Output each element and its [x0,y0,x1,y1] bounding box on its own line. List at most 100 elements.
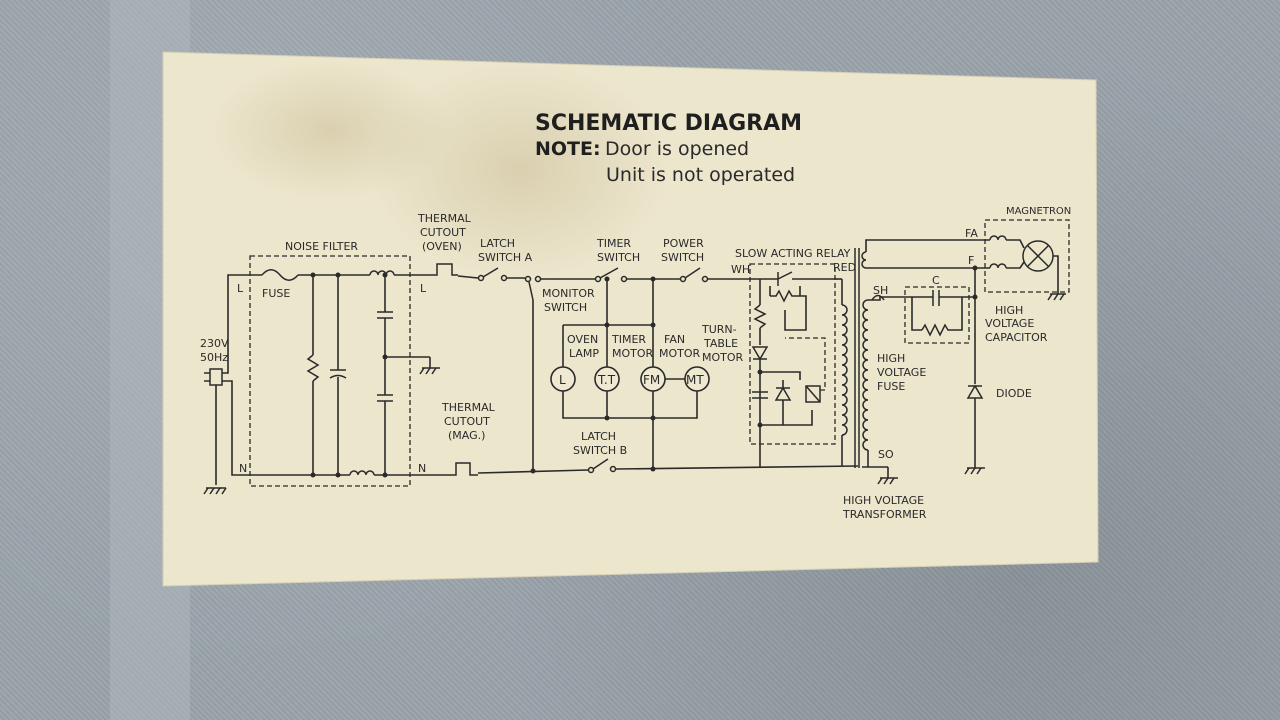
oven-lamp-l1: OVEN [567,333,598,346]
neutral-wire-left [222,380,262,476]
capacitor-c-label: C [932,274,940,287]
note-prefix: NOTE: [535,138,601,160]
thermal-cutout-oven-l1: THERMAL [417,212,472,225]
relay-actuation-link [785,337,826,391]
line-l2-label: L [420,282,427,295]
diagram-title: SCHEMATIC DIAGRAM [535,111,802,136]
fuse-icon [261,269,299,281]
f-label: F [968,254,974,267]
timer-motor-l2: MOTOR [612,347,654,360]
relay-contact-icon [760,271,835,286]
magnetron-anode-lead [1053,255,1059,294]
junction [382,272,388,278]
junction [335,472,341,478]
choke-bottom-icon [349,470,375,476]
slow-acting-relay-box [749,263,836,445]
turntable-motor-l3: MOTOR [702,351,744,364]
choke-top-icon [369,270,395,276]
terminal [534,275,542,283]
oven-lamp-symbol: L [559,373,566,387]
latch-switch-b-l1: LATCH [581,430,616,443]
relay-resistor-icon [753,289,800,329]
note-line-2: Unit is not operated [606,164,795,186]
ground-icon-filter [419,367,440,375]
thermal-cutout-mag-l1: THERMAL [441,401,496,414]
voltage-label: 230V [200,337,229,350]
hv-secondary-lead [868,296,905,301]
ground-icon-secondary [877,477,898,485]
red-label: RED [833,261,856,274]
line-l-label: L [237,282,244,295]
thermal-cutout-oven-icon [430,263,458,276]
line-wire-left [222,274,262,374]
junction [650,322,656,328]
magnetron-lead [1006,239,1025,269]
monitor-switch-l2: SWITCH [544,301,587,314]
timer-switch-icon [594,267,628,283]
fan-motor-symbol: FM [643,373,660,387]
junction [382,472,388,478]
resistor-icon [306,354,320,382]
latch-switch-a-l2: SWITCH A [478,251,533,264]
latch-switch-b-l2: SWITCH B [573,444,627,457]
power-switch-icon [679,267,709,283]
fa-label: FA [965,227,978,240]
hv-capacitor-icon [932,290,940,306]
hv-fuse-icon [871,294,885,301]
hv-cap-l2: VOLTAGE [985,317,1034,330]
note-line-1: Door is opened [605,138,749,160]
diode-label: DIODE [996,387,1032,400]
monitor-switch-l1: MONITOR [542,287,595,300]
magnetron-label: MAGNETRON [1006,206,1071,217]
transformer-filament-coil-icon [861,251,867,269]
junction [604,415,610,421]
slow-acting-relay-label: SLOW ACTING RELAY [735,247,851,260]
so-label: SO [878,448,894,461]
ground-icon-diode [964,467,985,475]
hv-cap-l3: CAPACITOR [985,331,1048,344]
transformer-primary-coil-icon [841,304,848,436]
relay-zener-wire [782,380,813,426]
noise-filter-box [249,255,411,487]
hv-fuse-l1: HIGH [877,352,905,365]
frequency-label: 50Hz [200,351,228,364]
junction [335,272,341,278]
latch-switch-a-icon [477,267,508,282]
junction [650,276,656,282]
hv-fuse-l2: VOLTAGE [877,366,926,379]
hv-capacitor-box [904,286,970,344]
thermal-cutout-oven-l2: CUTOUT [420,226,466,239]
thermal-cutout-mag-l2: CUTOUT [444,415,490,428]
junction [310,272,316,278]
junction [382,354,388,360]
hv-transformer-l1: HIGH VOLTAGE [843,494,924,507]
turntable-motor-l1: TURN- [701,323,737,336]
junction [757,369,763,375]
bleeder-resistor-icon [921,323,952,337]
oven-lamp-l2: LAMP [569,347,599,360]
bottom-bus-2 [615,465,859,470]
thermal-cutout-mag-icon [450,462,478,476]
transformer-core-icon [854,248,860,468]
load-bottom-bus [562,391,698,419]
sh-label: SH [873,284,888,297]
capacitor-icon [329,369,347,379]
relay-coil-icon [805,385,821,403]
hv-cap-bleeder-wire [911,297,963,331]
thermal-cutout-oven-l3: (OVEN) [422,240,462,253]
power-switch-l2: SWITCH [661,251,704,264]
line-n2-label: N [418,462,426,475]
main-top-wire-1 [457,275,479,279]
relay-capacitor-icon [752,391,768,399]
wh-label: WH [731,263,750,276]
grease-stain-2 [210,60,450,200]
line-n-label: N [239,462,247,475]
junction [972,294,978,300]
magnetron-box [984,219,1070,293]
relay-inner-wire [769,286,807,331]
timer-motor-l1: TIMER [611,333,646,346]
relay-mid-bus [760,371,801,380]
fuse-label: FUSE [262,287,290,300]
monitor-switch-icon [524,275,534,301]
